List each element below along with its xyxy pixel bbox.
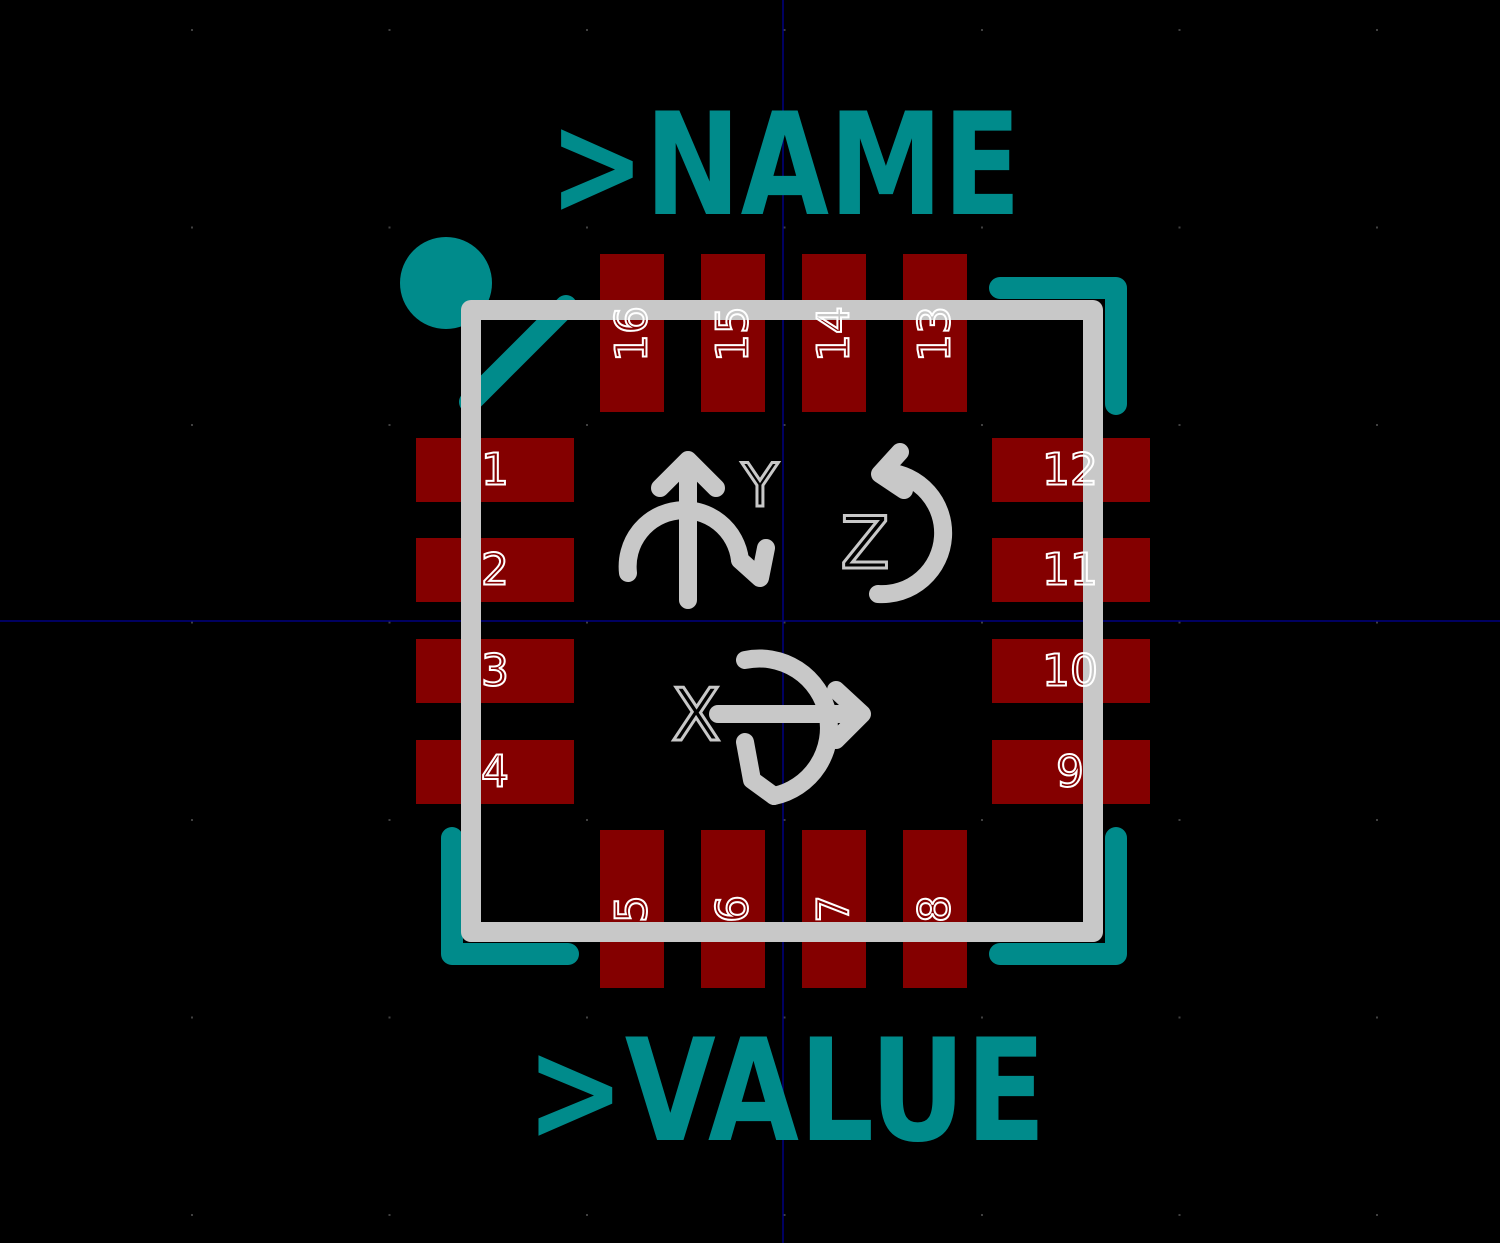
grid-dot <box>981 621 983 624</box>
x-axis-rotation-icon <box>709 649 871 805</box>
grid-dot <box>1178 424 1181 426</box>
grid-dot <box>981 29 983 31</box>
pad-number-13: 13 <box>910 306 961 362</box>
grid-dot <box>783 1016 786 1019</box>
grid-dot <box>388 819 391 821</box>
grid-dot <box>191 1214 193 1216</box>
pad-13[interactable] <box>903 254 967 412</box>
copper-pads <box>416 254 1150 988</box>
grid-dot <box>388 226 391 229</box>
pad-9[interactable] <box>992 740 1150 804</box>
pad-15[interactable] <box>701 254 765 412</box>
grid-dot <box>981 1214 983 1216</box>
grid-dot <box>191 226 193 229</box>
pad-number-6: 6 <box>708 895 759 923</box>
grid-dot <box>1376 1016 1378 1019</box>
grid-dot <box>1376 29 1378 31</box>
grid-dot <box>1178 226 1181 229</box>
pad-8[interactable] <box>903 830 967 988</box>
grid-dot <box>191 424 193 426</box>
grid-dot <box>783 1214 786 1216</box>
grid-dot <box>586 424 588 426</box>
silk-corner-top-right <box>989 277 1127 415</box>
pad-number-15: 15 <box>708 306 759 362</box>
grid-dot <box>783 621 786 624</box>
grid-dot <box>586 819 588 821</box>
pad-number-3: 3 <box>481 646 509 697</box>
grid-dot <box>1178 819 1181 821</box>
grid-dot <box>1178 1016 1181 1019</box>
pad-5[interactable] <box>600 830 664 988</box>
pad-3[interactable] <box>416 639 574 703</box>
grid-dot <box>586 621 588 624</box>
grid-dot <box>191 621 193 624</box>
pad-6[interactable] <box>701 830 765 988</box>
grid-dot <box>783 29 786 31</box>
pad-number-9: 9 <box>1056 747 1084 798</box>
silk-chamfer-line <box>459 295 577 413</box>
component-body-outline[interactable] <box>461 300 1103 942</box>
z-axis-rotation-icon <box>869 443 953 604</box>
grid-dot <box>191 819 193 821</box>
grid-dots <box>191 29 1378 1216</box>
grid-dot <box>981 226 983 229</box>
pad-number-11: 11 <box>1042 545 1098 596</box>
grid-dot <box>388 1214 391 1216</box>
grid-dot <box>1376 226 1378 229</box>
pad-1[interactable] <box>416 438 574 502</box>
grid-dot <box>586 1016 588 1019</box>
pad-16[interactable] <box>600 254 664 412</box>
pad-number-8: 8 <box>910 895 961 923</box>
silk-corner-bottom-right <box>989 827 1127 965</box>
pad-2[interactable] <box>416 538 574 602</box>
grid-dot <box>388 621 391 624</box>
grid-dot <box>191 29 193 31</box>
grid-dot <box>1376 819 1378 821</box>
silk-corner-bottom-left <box>441 827 579 965</box>
pad-number-14: 14 <box>809 306 860 362</box>
grid-dot <box>783 226 786 229</box>
grid-dot <box>586 226 588 229</box>
grid-dot <box>388 1016 391 1019</box>
grid-dot <box>1376 424 1378 426</box>
pad-7[interactable] <box>802 830 866 988</box>
grid-dot <box>388 424 391 426</box>
grid-dot <box>388 29 391 31</box>
grid-dot <box>1178 1214 1181 1216</box>
grid-dot <box>783 819 786 821</box>
y-axis-rotation-icon <box>618 451 775 609</box>
grid-dot <box>981 424 983 426</box>
pad-number-2: 2 <box>481 545 509 596</box>
pad-11[interactable] <box>992 538 1150 602</box>
pad-number-7: 7 <box>809 895 860 923</box>
x-axis-letter: X <box>671 673 720 757</box>
grid-dot <box>1376 1214 1378 1216</box>
grid-dot <box>1178 621 1181 624</box>
footprint-name-label[interactable]: >NAME <box>549 83 1021 248</box>
pad-number-4: 4 <box>481 747 509 798</box>
pad-12[interactable] <box>992 438 1150 502</box>
grid-dot <box>1376 621 1378 624</box>
grid-dot <box>586 1214 588 1216</box>
footprint-value-label[interactable]: >VALUE <box>526 1009 1046 1174</box>
pad-10[interactable] <box>992 639 1150 703</box>
pad-number-5: 5 <box>607 895 658 923</box>
pad-number-16: 16 <box>607 306 658 362</box>
pad-number-1: 1 <box>481 445 509 496</box>
grid-dot <box>586 29 588 31</box>
pad-number-10: 10 <box>1042 646 1098 697</box>
pad-14[interactable] <box>802 254 866 412</box>
pad-4[interactable] <box>416 740 574 804</box>
grid-dot <box>1178 29 1181 31</box>
z-axis-letter: Z <box>840 501 889 585</box>
grid-dot <box>981 819 983 821</box>
grid-dot <box>191 1016 193 1019</box>
grid-dot <box>981 1016 983 1019</box>
pad-number-12: 12 <box>1042 445 1098 496</box>
grid-dot <box>783 424 786 426</box>
y-axis-letter: Y <box>741 451 779 521</box>
